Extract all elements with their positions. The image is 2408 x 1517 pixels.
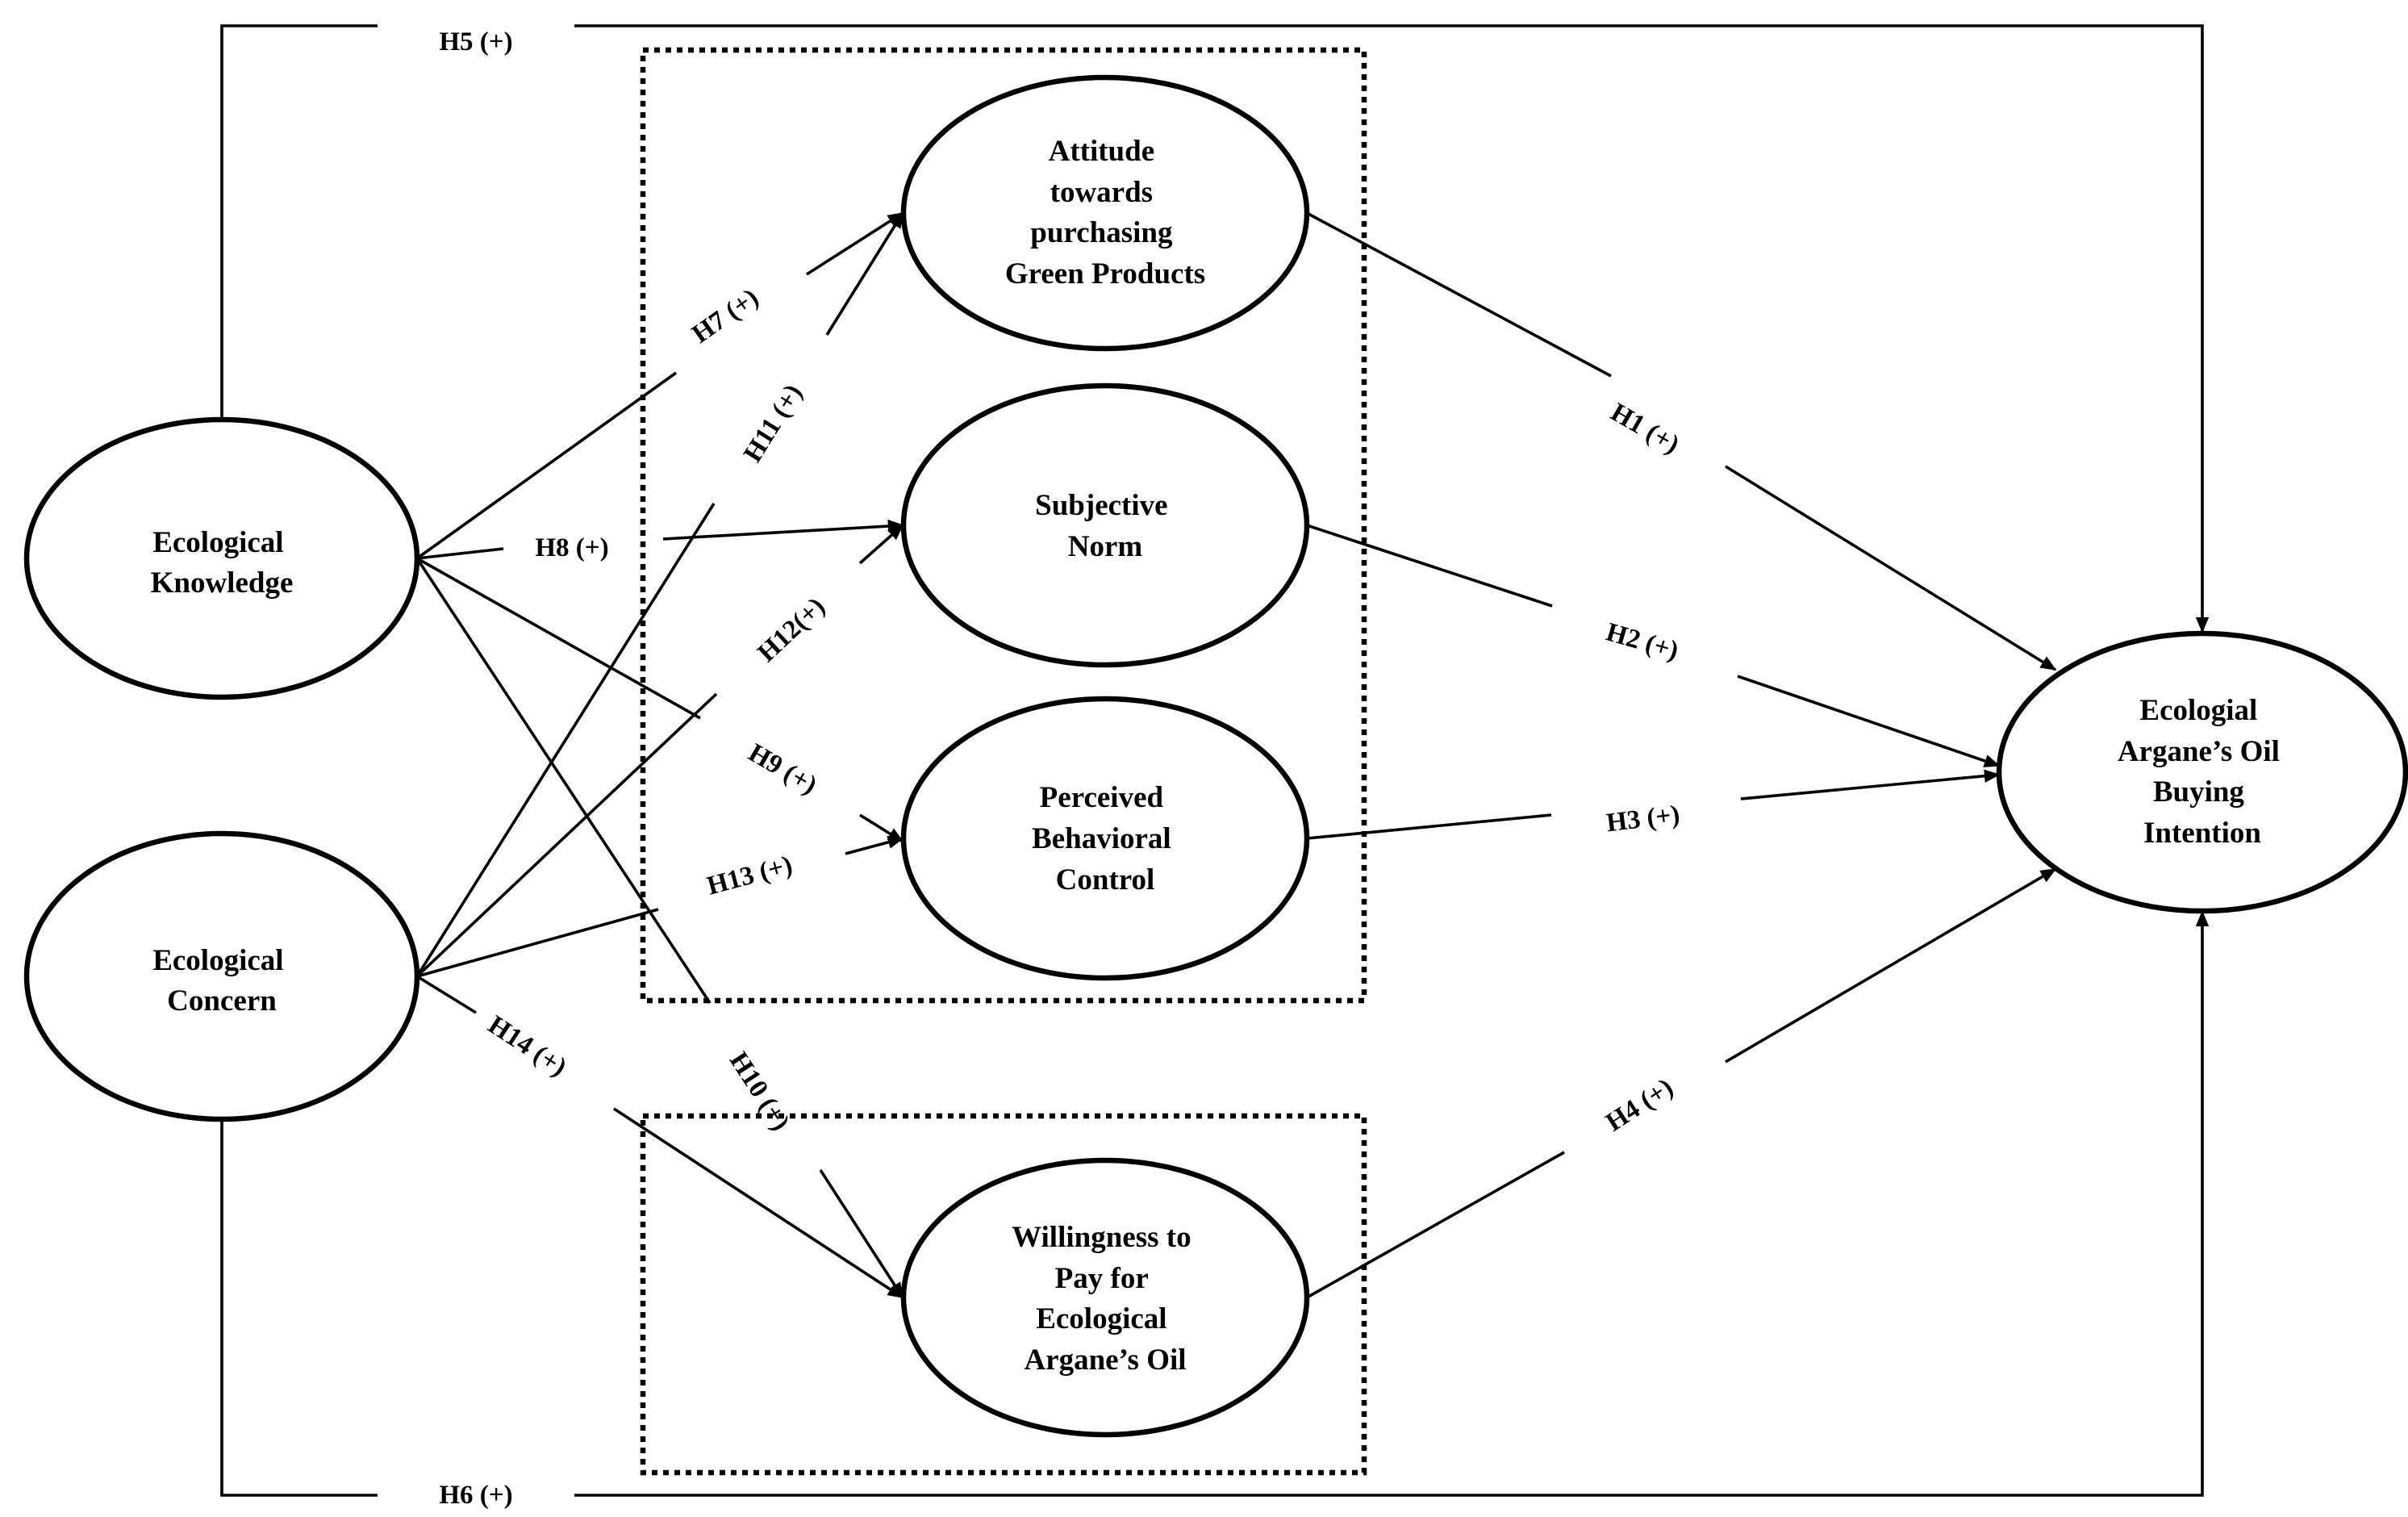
h5-path xyxy=(220,24,378,420)
h12-path xyxy=(415,692,718,978)
h1-label: H1 (+) xyxy=(1606,398,1684,460)
h11-label: H11 (+) xyxy=(738,379,808,467)
h2-label: H2 (+) xyxy=(1603,618,1682,667)
h3-label: H3 (+) xyxy=(1605,800,1681,838)
h1-path xyxy=(1306,211,1612,378)
attitude-line-2: towards xyxy=(1050,176,1153,209)
ecological-knowledge-label: Ecological Knowledge xyxy=(151,526,294,600)
h3-path-arrow xyxy=(1740,769,2001,800)
ecological-knowledge-line-1: Ecological xyxy=(152,526,283,559)
ecological-knowledge-line-2: Knowledge xyxy=(151,566,294,600)
pbc-line-1: Perceived xyxy=(1040,781,1164,814)
h12-label: H12(+) xyxy=(753,592,831,668)
subjective-norm-line-2: Norm xyxy=(1068,530,1143,563)
ecological-concern-label: Ecological Concern xyxy=(152,944,291,1018)
h11-path-arrow xyxy=(825,211,904,336)
h10-path xyxy=(415,558,712,1004)
h2-path-arrow xyxy=(1737,675,2001,767)
attitude-line-3: purchasing xyxy=(1030,216,1173,249)
h5-label: H5 (+) xyxy=(439,27,512,56)
wtp-group-box xyxy=(640,1113,1367,1476)
h6-path xyxy=(220,1119,378,1497)
h13-label: H13 (+) xyxy=(704,850,795,901)
perceived-behavioral-control-label: Perceived Behavioral Control xyxy=(1032,781,1179,896)
h14-path-arrow xyxy=(613,1107,904,1299)
buying-intention-label: Ecologial Argane’s Oil Buying Intention xyxy=(2118,694,2287,850)
h10-label: H10 (+) xyxy=(724,1047,795,1136)
pbc-line-3: Control xyxy=(1056,863,1155,896)
ecological-knowledge-ellipse xyxy=(23,416,420,700)
h8-label: H8 (+) xyxy=(535,533,608,562)
h4-path xyxy=(1306,1151,1565,1299)
h13-path-arrow xyxy=(845,835,904,855)
subjective-norm-label: Subjective Norm xyxy=(1035,489,1175,563)
h8-path-arrow xyxy=(662,519,904,541)
buying-intention-line-2: Argane’s Oil xyxy=(2118,735,2280,768)
subjective-norm-ellipse xyxy=(900,382,1310,668)
h3-path xyxy=(1306,813,1552,840)
h10-path-arrow xyxy=(819,1169,904,1299)
h7-path xyxy=(415,371,678,560)
wtp-line-1: Willingness to xyxy=(1012,1221,1191,1254)
h9-path-arrow xyxy=(859,813,904,843)
h11-path xyxy=(415,503,716,977)
h4-path-arrow xyxy=(1725,867,2057,1064)
attitude-label: Attitude towards purchasing Green Produc… xyxy=(1005,135,1205,290)
h7-label: H7 (+) xyxy=(687,283,764,349)
wtp-line-3: Ecological xyxy=(1036,1302,1166,1335)
buying-intention-ellipse xyxy=(1996,630,2408,914)
ecological-concern-line-1: Ecological xyxy=(152,944,283,977)
h9-path xyxy=(416,557,701,720)
h1-path-arrow xyxy=(1725,465,2057,671)
wtp-line-4: Argane’s Oil xyxy=(1024,1344,1186,1377)
h6-path-arrow xyxy=(574,910,2210,1497)
h6-label: H6 (+) xyxy=(439,1481,512,1510)
buying-intention-line-4: Intention xyxy=(2143,817,2261,850)
ecological-concern-line-2: Concern xyxy=(167,984,277,1018)
willingness-to-pay-label: Willingness to Pay for Ecological Argane… xyxy=(1012,1221,1199,1377)
ecological-concern-ellipse xyxy=(23,830,420,1122)
h2-path xyxy=(1306,524,1553,608)
h13-path xyxy=(416,908,659,978)
attitude-ellipse xyxy=(900,74,1310,352)
h7-path-arrow xyxy=(806,211,904,276)
buying-intention-line-1: Ecologial xyxy=(2139,694,2257,727)
h14-label: H14 (+) xyxy=(482,1010,571,1082)
pbc-line-2: Behavioral xyxy=(1032,822,1171,855)
h9-label: H9 (+) xyxy=(744,738,822,800)
h5-path-arrow xyxy=(574,24,2210,633)
h12-path-arrow xyxy=(858,524,904,565)
perceived-behavioral-control-ellipse xyxy=(900,696,1310,981)
h8-path xyxy=(416,547,504,560)
subjective-norm-line-1: Subjective xyxy=(1035,489,1167,522)
h4-label: H4 (+) xyxy=(1601,1073,1679,1138)
willingness-to-pay-ellipse xyxy=(900,1157,1310,1438)
h14-path xyxy=(416,975,477,1014)
wtp-line-2: Pay for xyxy=(1055,1262,1149,1295)
buying-intention-line-3: Buying xyxy=(2153,775,2245,809)
attitude-line-4: Green Products xyxy=(1005,257,1205,290)
attitude-line-1: Attitude xyxy=(1049,135,1155,168)
